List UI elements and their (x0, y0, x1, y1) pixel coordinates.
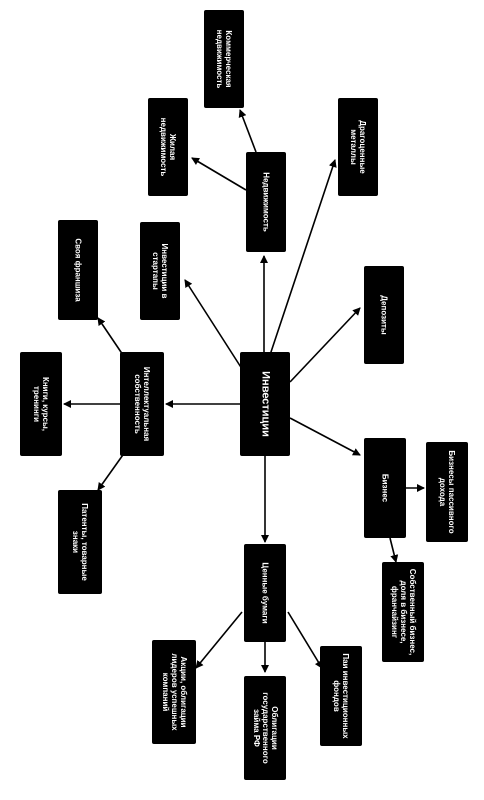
node-securities-label: Ценные бумаги (260, 562, 270, 624)
edge-center-metals (269, 159, 337, 356)
node-business-label: Бизнес (380, 473, 390, 503)
edge-business-own (389, 537, 399, 563)
edge-center-startups (184, 279, 245, 373)
node-realestate: Недвижимость (246, 152, 286, 252)
edge-realestate-commercial (238, 109, 257, 153)
node-deposits-label: Депозиты (379, 295, 389, 335)
node-franchise-label: Своя франшиза (73, 238, 83, 302)
edge-securities-funds (287, 611, 323, 669)
node-business: Бизнес (364, 438, 406, 538)
edge-realestate-housing (191, 157, 247, 191)
node-own-business-label: Собственный бизнес,доля в бизнесе,франча… (389, 568, 417, 656)
node-franchise: Своя франшиза (58, 220, 98, 320)
node-center: Инвестиции (240, 352, 290, 456)
node-center-label: Инвестиции (259, 371, 272, 437)
node-realestate-label: Недвижимость (261, 172, 271, 232)
edge-securities-stocks (195, 611, 243, 669)
node-securities: Ценные бумаги (244, 544, 286, 642)
edge-ip-patents (97, 451, 126, 491)
edge-center-business (289, 417, 361, 456)
node-deposits: Депозиты (364, 266, 404, 364)
edge-center-deposits (289, 307, 361, 383)
node-books: Книги, курсы,тренинги (20, 352, 62, 456)
node-books-label: Книги, курсы,тренинги (32, 376, 51, 432)
edge-ip-franchise (97, 317, 126, 359)
node-own-business: Собственный бизнес,доля в бизнесе,франча… (382, 562, 424, 662)
